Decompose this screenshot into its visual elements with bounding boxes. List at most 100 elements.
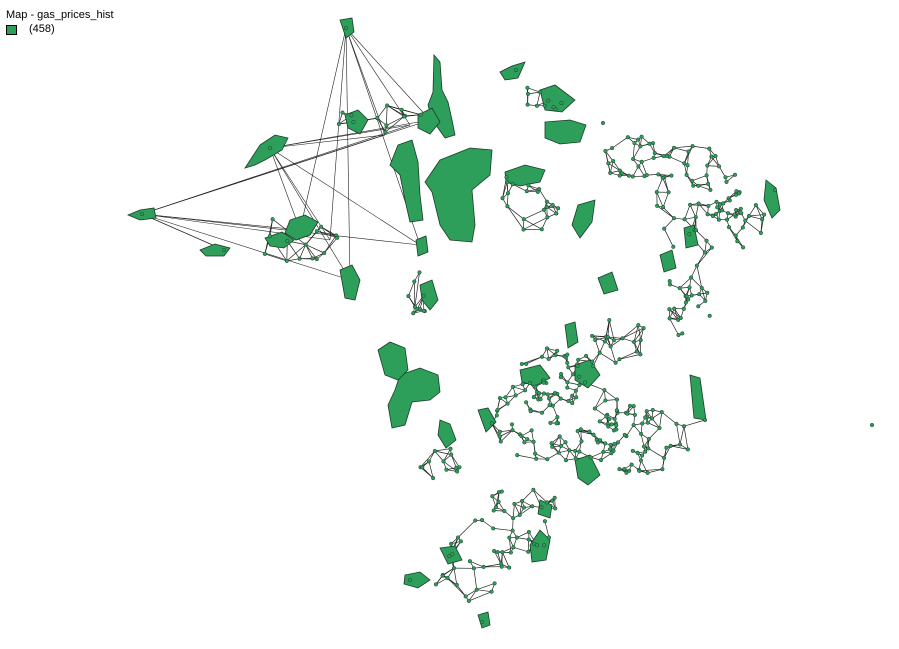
- map-node[interactable]: [654, 190, 659, 195]
- map-node[interactable]: [340, 110, 345, 115]
- map-node[interactable]: [644, 409, 649, 414]
- map-node[interactable]: [746, 213, 752, 219]
- map-node[interactable]: [474, 587, 479, 592]
- map-node[interactable]: [694, 263, 699, 268]
- map-node[interactable]: [677, 286, 682, 291]
- map-node[interactable]: [262, 251, 267, 256]
- map-node[interactable]: [727, 198, 732, 203]
- map-node[interactable]: [637, 468, 642, 473]
- map-node[interactable]: [573, 456, 578, 461]
- map-node[interactable]: [606, 161, 611, 166]
- map-node[interactable]: [554, 421, 559, 426]
- map-node[interactable]: [643, 449, 648, 454]
- map-node[interactable]: [736, 191, 742, 196]
- map-node[interactable]: [552, 495, 557, 500]
- map-node[interactable]: [632, 412, 637, 417]
- map-region[interactable]: [415, 235, 429, 257]
- map-node[interactable]: [602, 339, 607, 344]
- map-node[interactable]: [510, 528, 515, 533]
- map-node[interactable]: [645, 470, 650, 475]
- map-node[interactable]: [556, 450, 561, 455]
- map-node[interactable]: [519, 433, 524, 439]
- map-node[interactable]: [541, 207, 547, 212]
- map-node[interactable]: [689, 293, 694, 298]
- map-node[interactable]: [705, 290, 710, 295]
- map-node[interactable]: [665, 153, 670, 159]
- map-node[interactable]: [421, 293, 426, 298]
- map-node[interactable]: [649, 416, 655, 421]
- map-node[interactable]: [432, 448, 437, 454]
- map-node[interactable]: [762, 212, 767, 217]
- map-node[interactable]: [547, 403, 552, 408]
- map-node[interactable]: [556, 206, 561, 211]
- map-node[interactable]: [544, 346, 550, 351]
- map-node[interactable]: [523, 388, 528, 393]
- map-node[interactable]: [591, 432, 596, 437]
- map-node[interactable]: [613, 360, 618, 365]
- map-node[interactable]: [704, 173, 709, 178]
- map-node[interactable]: [644, 173, 649, 178]
- map-node[interactable]: [706, 203, 711, 208]
- map-node[interactable]: [507, 535, 512, 540]
- map-node[interactable]: [267, 234, 273, 239]
- map-node[interactable]: [554, 211, 559, 216]
- map-node[interactable]: [714, 211, 719, 217]
- map-node[interactable]: [558, 396, 563, 401]
- map-node[interactable]: [696, 201, 701, 206]
- map-node[interactable]: [636, 137, 641, 142]
- map-node[interactable]: [467, 559, 472, 564]
- map-node[interactable]: [696, 304, 701, 309]
- map-node[interactable]: [463, 594, 468, 599]
- map-node[interactable]: [631, 423, 636, 428]
- map-node[interactable]: [521, 505, 527, 510]
- map-node[interactable]: [661, 205, 666, 210]
- map-node[interactable]: [567, 448, 572, 453]
- map-node[interactable]: [284, 258, 289, 263]
- map-region[interactable]: [763, 179, 781, 219]
- map-node[interactable]: [614, 427, 619, 432]
- map-node[interactable]: [607, 447, 612, 452]
- map-node[interactable]: [681, 424, 687, 429]
- map-node[interactable]: [577, 449, 582, 454]
- map-node[interactable]: [612, 441, 617, 446]
- map-node[interactable]: [451, 566, 457, 571]
- map-node[interactable]: [473, 518, 478, 523]
- map-node[interactable]: [720, 208, 725, 213]
- map-node[interactable]: [500, 550, 505, 555]
- map-node[interactable]: [539, 227, 544, 232]
- map-node[interactable]: [714, 199, 719, 204]
- map-node[interactable]: [717, 202, 722, 207]
- map-node[interactable]: [630, 174, 635, 179]
- map-node[interactable]: [539, 505, 544, 510]
- map-node[interactable]: [588, 455, 593, 460]
- map-node[interactable]: [704, 238, 709, 243]
- map-node[interactable]: [578, 427, 583, 432]
- map-node[interactable]: [491, 526, 496, 531]
- map-node[interactable]: [615, 440, 621, 445]
- map-node[interactable]: [335, 235, 340, 240]
- map-node[interactable]: [631, 404, 636, 409]
- map-node[interactable]: [285, 238, 290, 244]
- map-node[interactable]: [445, 575, 450, 581]
- map-region[interactable]: [264, 231, 295, 249]
- map-node[interactable]: [685, 447, 690, 452]
- map-node[interactable]: [555, 348, 560, 353]
- map-node[interactable]: [667, 316, 672, 321]
- map-node[interactable]: [539, 354, 545, 359]
- map-node[interactable]: [575, 363, 580, 369]
- map-node[interactable]: [513, 393, 518, 398]
- map-node[interactable]: [505, 191, 511, 196]
- map-node[interactable]: [609, 422, 614, 427]
- map-node[interactable]: [573, 388, 578, 393]
- map-node[interactable]: [458, 539, 463, 544]
- map-node[interactable]: [631, 339, 637, 344]
- map-node[interactable]: [709, 154, 714, 159]
- map-node[interactable]: [612, 416, 617, 421]
- map-node[interactable]: [510, 384, 516, 389]
- map-node[interactable]: [481, 564, 486, 569]
- map-node[interactable]: [417, 306, 423, 312]
- map-node[interactable]: [570, 401, 575, 406]
- map-region[interactable]: [539, 84, 576, 113]
- map-node[interactable]: [869, 422, 875, 428]
